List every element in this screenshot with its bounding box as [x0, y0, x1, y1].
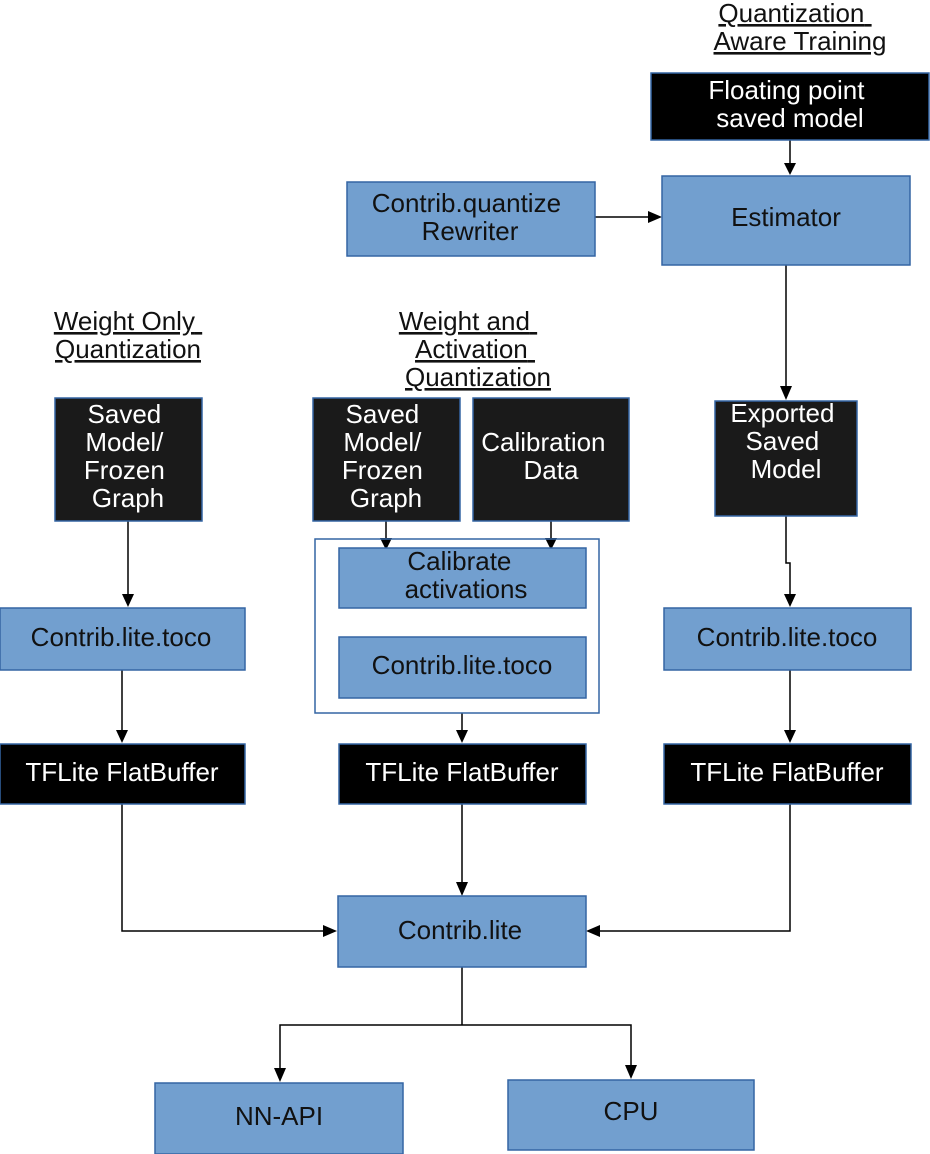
- label-line: TFLite FlatBuffer: [690, 757, 883, 787]
- label-line: Frozen: [84, 455, 165, 485]
- label-line: Contrib.lite.toco: [372, 650, 553, 680]
- arrowhead: [648, 211, 662, 223]
- heading-qat: Quantization Aware Training: [714, 0, 887, 56]
- arrowhead: [456, 730, 468, 743]
- heading-line: Activation: [415, 334, 528, 364]
- arrowhead: [625, 1065, 637, 1079]
- contrib-quantize-box: [346, 181, 596, 257]
- label-line: Contrib.lite: [398, 915, 522, 945]
- arrowhead: [784, 730, 796, 743]
- cpu-label: CPU: [604, 1096, 659, 1126]
- flatbuffer-right-label: TFLite FlatBuffer: [690, 757, 883, 787]
- arrowhead: [456, 882, 468, 896]
- label-line: Model/: [343, 427, 422, 457]
- label-line: CPU: [604, 1096, 659, 1126]
- floating-point-label: Floating point saved model: [708, 75, 871, 133]
- estimator-box: [661, 175, 911, 266]
- edge-contrib-lite-to-targets: [279, 967, 632, 1068]
- estimator-label: Estimator: [731, 202, 841, 232]
- label-line: Graph: [350, 483, 422, 513]
- arrowhead: [545, 538, 557, 550]
- arrowhead: [274, 1068, 286, 1082]
- saved-model-left-label: Saved Model/ Frozen Graph: [84, 399, 172, 513]
- label-line: Saved: [746, 426, 820, 456]
- exported-saved-model-label: Exported Saved Model: [730, 398, 841, 484]
- heading-weight-only: Weight Only Quantization: [54, 306, 202, 364]
- heading-line: Quantization: [405, 362, 551, 392]
- calibration-group-frame: [314, 538, 600, 714]
- saved-model-left-box: [54, 397, 203, 522]
- toco-right-label: Contrib.lite.toco: [697, 622, 878, 652]
- node-labels: Floating point saved model Contrib.quant…: [25, 75, 883, 1131]
- heading-line: Weight and: [399, 306, 530, 336]
- calibrate-activations-label: Calibrate activations: [405, 546, 528, 604]
- contrib-lite-label: Contrib.lite: [398, 915, 522, 945]
- arrowhead: [780, 386, 792, 400]
- label-line: Model/: [85, 427, 164, 457]
- nnapi-box: [154, 1082, 404, 1154]
- arrowhead: [784, 163, 796, 175]
- heading-weight-activation: Weight and Activation Quantization: [399, 306, 551, 392]
- toco-left-label: Contrib.lite.toco: [31, 622, 212, 652]
- heading-line: Aware Training: [714, 26, 887, 56]
- arrowhead: [323, 925, 337, 937]
- saved-model-mid-box: [312, 397, 461, 522]
- flatbuffer-mid-label: TFLite FlatBuffer: [365, 757, 558, 787]
- toco-left-box: [0, 607, 246, 671]
- arrowhead: [586, 925, 600, 937]
- arrowhead: [122, 594, 134, 607]
- label-line: Exported: [730, 398, 834, 428]
- label-line: Model: [751, 454, 822, 484]
- label-line: Contrib.lite.toco: [697, 622, 878, 652]
- heading-line: Weight Only: [54, 306, 195, 336]
- flatbuffer-left-label: TFLite FlatBuffer: [25, 757, 218, 787]
- label-line: Calibration: [481, 427, 605, 457]
- edge-flatbuffer-left-to-contrib-lite: [121, 804, 323, 932]
- arrowhead: [784, 594, 796, 607]
- edges: [116, 140, 796, 1082]
- label-line: Floating point: [708, 75, 865, 105]
- nnapi-label: NN-API: [235, 1101, 323, 1131]
- label-line: Contrib.lite.toco: [31, 622, 212, 652]
- label-line: Calibrate: [407, 546, 511, 576]
- contrib-quantize-label: Contrib.quantize Rewriter: [372, 188, 569, 246]
- edge-flatbuffer-right-to-contrib-lite: [600, 804, 791, 932]
- flatbuffer-left-box: [0, 743, 246, 805]
- toco-mid-box: [338, 636, 587, 699]
- toco-mid-label: Contrib.lite.toco: [372, 650, 553, 680]
- floating-point-box: [650, 72, 930, 141]
- calibration-data-box: [472, 397, 630, 522]
- label-line: Contrib.quantize: [372, 188, 561, 218]
- calibrate-activations-box: [338, 547, 587, 609]
- calibration-data-label: Calibration Data: [481, 427, 613, 485]
- flatbuffer-mid-box: [338, 743, 587, 805]
- heading-line: Quantization: [718, 0, 864, 28]
- arrowhead: [116, 730, 128, 743]
- toco-right-box: [663, 607, 912, 671]
- saved-model-mid-label: Saved Model/ Frozen Graph: [342, 399, 430, 513]
- label-line: saved model: [716, 103, 863, 133]
- edge-exported-to-toco: [785, 516, 791, 594]
- label-line: Rewriter: [422, 216, 519, 246]
- contrib-lite-box: [337, 895, 587, 968]
- label-line: TFLite FlatBuffer: [365, 757, 558, 787]
- heading-line: Quantization: [55, 334, 201, 364]
- exported-saved-model-box: [714, 400, 858, 517]
- label-line: Estimator: [731, 202, 841, 232]
- label-line: Saved: [346, 399, 420, 429]
- label-line: Data: [524, 455, 579, 485]
- label-line: TFLite FlatBuffer: [25, 757, 218, 787]
- label-line: Saved: [88, 399, 162, 429]
- nodes: [0, 72, 930, 1154]
- headings: Quantization Aware Training Weight Only …: [54, 0, 887, 392]
- label-line: Graph: [92, 483, 164, 513]
- label-line: Frozen: [342, 455, 423, 485]
- label-line: NN-API: [235, 1101, 323, 1131]
- cpu-box: [507, 1079, 755, 1151]
- label-line: activations: [405, 574, 528, 604]
- flatbuffer-right-box: [663, 743, 912, 805]
- arrowhead: [380, 538, 392, 550]
